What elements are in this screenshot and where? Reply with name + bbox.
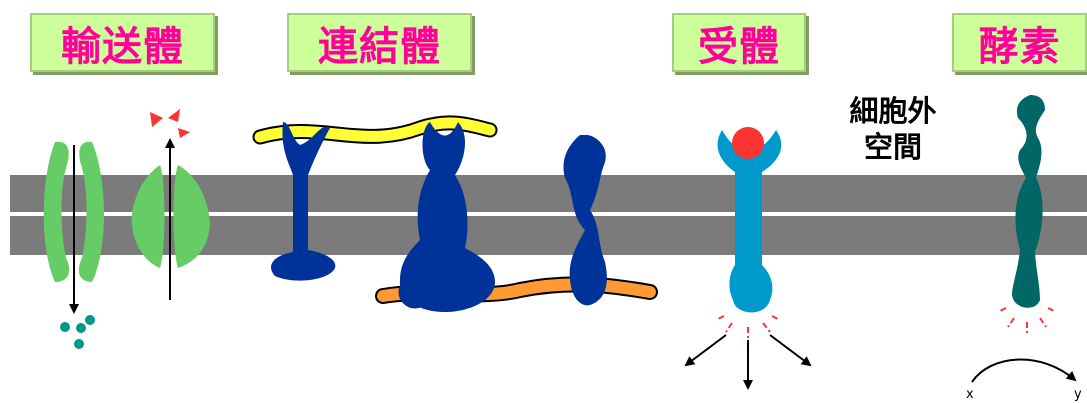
linker-protein-wavy (563, 135, 607, 306)
label-transport: 輸送體 (30, 13, 215, 72)
linker-protein-bridge (398, 122, 495, 312)
region-label-line1: 細胞外 (849, 94, 937, 128)
linker-protein-anchor (271, 122, 336, 281)
receptor-protein (717, 127, 782, 313)
cell-membrane (10, 175, 1087, 255)
receptor-signal-arrows (684, 334, 812, 390)
red-triangle-particles (150, 109, 190, 138)
enzyme-protein (1012, 95, 1045, 308)
extracellular-fiber-yellow (252, 115, 498, 145)
receptor-signal-burst (715, 315, 781, 338)
label-enzyme: 酵素 (952, 13, 1087, 72)
enzyme-activity-burst (997, 307, 1057, 333)
enzyme-reaction-arrow: x y (966, 358, 1082, 402)
transport-carrier (131, 138, 210, 300)
label-receptor: 受體 (672, 13, 806, 72)
transport-channel (43, 141, 104, 314)
reaction-substrate-x: x (966, 387, 974, 402)
teal-particles (60, 315, 95, 349)
label-linker: 連結體 (287, 13, 472, 72)
reaction-product-y: y (1074, 387, 1082, 402)
region-label-line2: 空間 (863, 130, 922, 164)
extracellular-space-label: 細胞外 空間 (833, 93, 953, 165)
